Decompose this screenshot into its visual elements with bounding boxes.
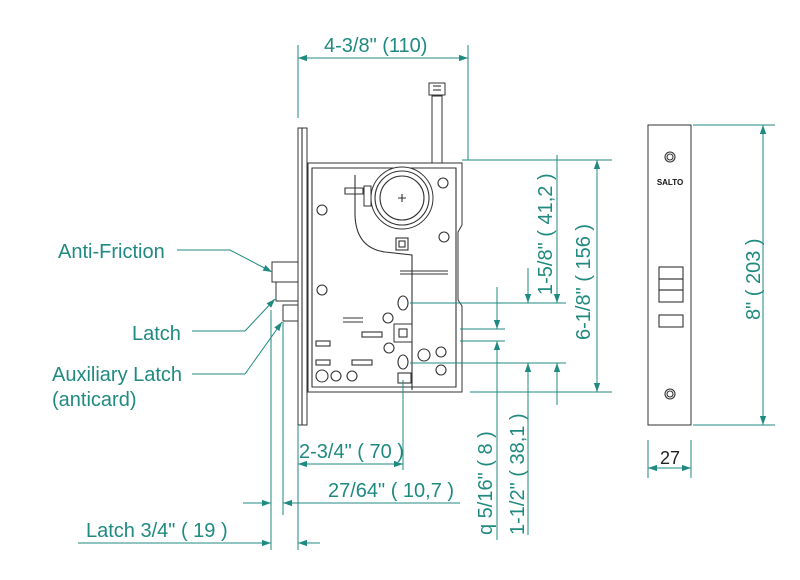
latch-throw-text: Latch 3/4" ( 19 )	[86, 520, 228, 542]
aux-projection-text: 27/64" ( 10,7 )	[328, 480, 454, 502]
faceplate-width-text: 27	[660, 448, 680, 468]
auxiliary-latch-bolt	[282, 304, 299, 322]
dimension-width-top: 4-3/8" (110)	[297, 35, 469, 160]
faceplate-height-text: 8" ( 203 )	[743, 238, 765, 320]
height-case-text: 6-1/8" ( 156 )	[573, 224, 595, 340]
cable-rod	[431, 95, 443, 164]
dimension-right-group: 6-1/8" ( 156 ) 1-5/8" ( 41,2 ) 1-1/2" ( …	[410, 155, 612, 540]
callouts: Anti-Friction Latch Auxiliary Latch (ant…	[52, 241, 283, 411]
anti-friction-bolt	[271, 261, 299, 283]
latch-label: Latch	[132, 323, 181, 345]
spacing-upper-text: 1-5/8" ( 41,2 )	[535, 173, 557, 295]
brand-logo: SALTO	[657, 178, 683, 187]
hole-diameter-text: q 5/16" ( 8 )	[475, 431, 497, 535]
cable-connector	[428, 82, 446, 96]
faceplate-front	[647, 124, 692, 426]
faceplate-front-view: SALTO 8" ( 203 ) 27	[647, 124, 775, 478]
screw-bottom	[664, 388, 676, 400]
backset-text: 2-3/4" ( 70 )	[299, 441, 404, 463]
screw-top	[664, 151, 676, 163]
latch-bolt	[275, 281, 299, 302]
anti-friction-label: Anti-Friction	[58, 241, 165, 263]
lock-body-side-view	[271, 82, 463, 426]
width-top-text: 4-3/8" (110)	[324, 35, 427, 57]
anticard-label: (anticard)	[52, 389, 136, 411]
spacing-lower-text: 1-1/2" ( 38,1 )	[507, 413, 529, 535]
auxiliary-latch-label: Auxiliary Latch	[52, 364, 182, 386]
dimension-bottom-group: 2-3/4" ( 70 ) 27/64" ( 10,7 ) Latch 3/4"…	[78, 310, 460, 550]
hub	[395, 237, 409, 251]
